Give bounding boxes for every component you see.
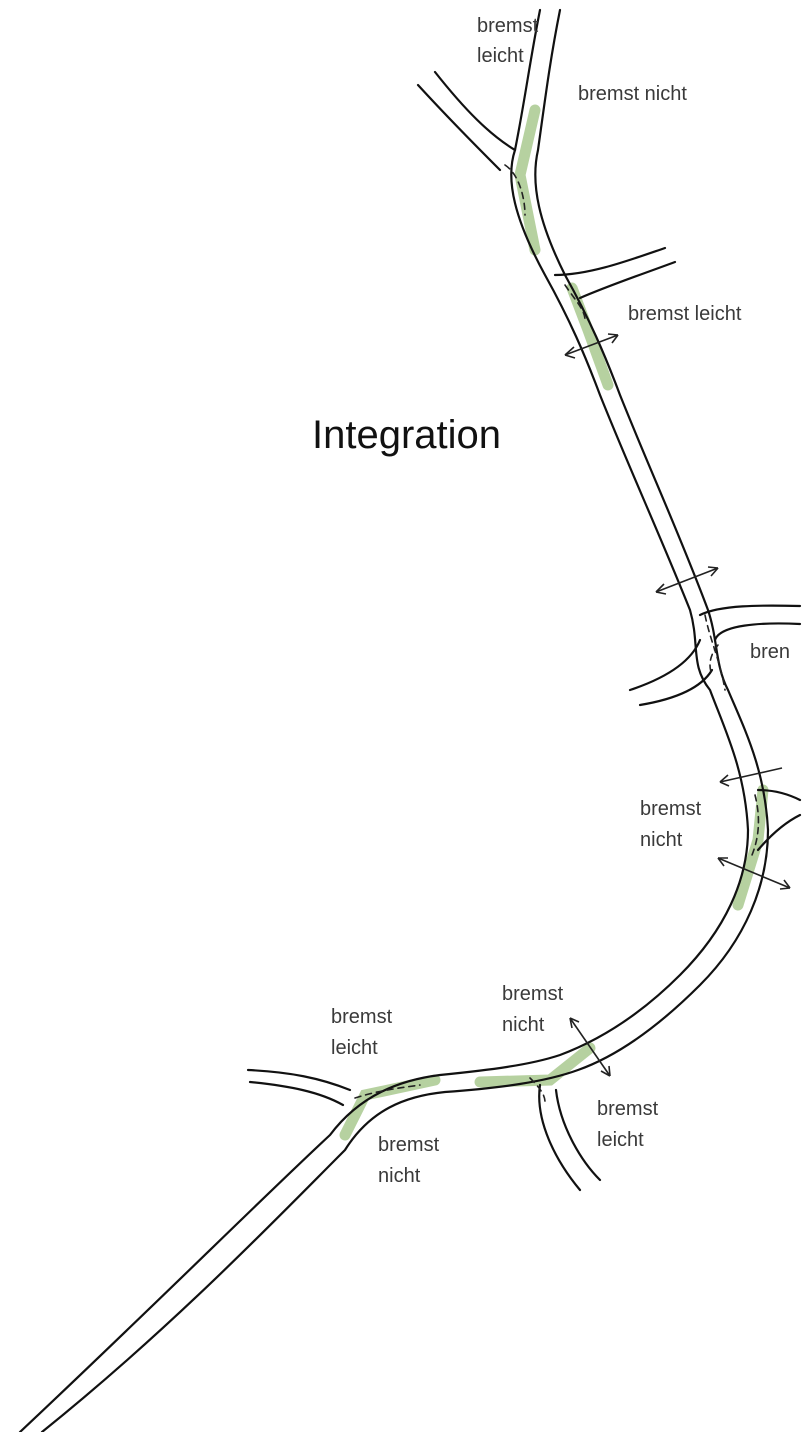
dash-mid — [704, 614, 726, 691]
bottom-left-branch-a — [246, 1068, 352, 1092]
dash-bottom-left — [354, 1084, 421, 1099]
label-top-left-line1: bremst — [477, 15, 539, 37]
double-arrow-right-upper — [719, 767, 783, 787]
main-road — [18, 8, 770, 1432]
right-branch-lower — [756, 813, 802, 852]
top-left-branch-b — [433, 70, 517, 152]
lane-markings — [354, 164, 760, 1103]
dash-top — [504, 164, 526, 216]
label-bottom-left-top-line2: leicht — [331, 1037, 378, 1059]
right-branch-upper — [756, 788, 802, 802]
label-mid-upper: bremst leicht — [628, 303, 742, 325]
top-left-branch-a — [416, 83, 502, 172]
label-top-left-line2: leicht — [477, 45, 524, 67]
mid-left-branch-a — [628, 638, 702, 692]
double-arrow-upper — [564, 333, 619, 359]
bottom-center-branch-a — [538, 1083, 582, 1192]
arrows — [564, 333, 791, 1077]
double-arrow-bottom — [569, 1017, 611, 1077]
dash-upper — [564, 284, 586, 321]
double-arrow-mid — [655, 566, 719, 595]
bottom-left-branch-b — [248, 1080, 345, 1107]
label-bottom-left-top-line1: bremst — [331, 1006, 393, 1028]
highlight-segments — [339, 104, 769, 1141]
side-roads — [246, 70, 802, 1192]
dash-mid-2 — [709, 644, 719, 676]
label-bottom-center-top-line2: nicht — [502, 1014, 545, 1036]
label-bottom-left-bottom-line2: nicht — [378, 1165, 421, 1187]
label-right-cut: bren — [750, 641, 790, 663]
main-road-left-edge — [18, 8, 750, 1432]
labels: Integration bremst leicht bremst nicht b… — [312, 15, 790, 1187]
dash-bottom-center — [529, 1077, 546, 1103]
label-bottom-center-top-line1: bremst — [502, 983, 564, 1005]
diagram-title: Integration — [312, 413, 501, 457]
main-road-right-edge — [40, 8, 770, 1432]
label-bottom-center-bottom-line1: bremst — [597, 1098, 659, 1120]
label-right-mid-line1: bremst — [640, 798, 702, 820]
dash-right — [751, 794, 760, 856]
highlight-bottom-center — [474, 1042, 596, 1088]
bottom-center-branch-b — [554, 1088, 602, 1182]
label-bottom-left-bottom-line1: bremst — [378, 1134, 440, 1156]
highlight-right — [732, 784, 769, 911]
mid-right-branch-b — [713, 622, 802, 642]
highlight-top — [514, 104, 541, 256]
label-top-right: bremst nicht — [578, 83, 687, 105]
upper-right-branch-b — [578, 260, 677, 300]
label-bottom-center-bottom-line2: leicht — [597, 1129, 644, 1151]
highlight-upper-mid — [566, 282, 614, 391]
highlight-bottom-left — [339, 1074, 441, 1141]
upper-right-branch-a — [553, 246, 667, 277]
mid-right-branch-a — [698, 604, 802, 617]
label-right-mid-line2: nicht — [640, 829, 683, 851]
mid-left-branch-b — [638, 668, 714, 707]
double-arrow-right-lower — [717, 857, 791, 890]
